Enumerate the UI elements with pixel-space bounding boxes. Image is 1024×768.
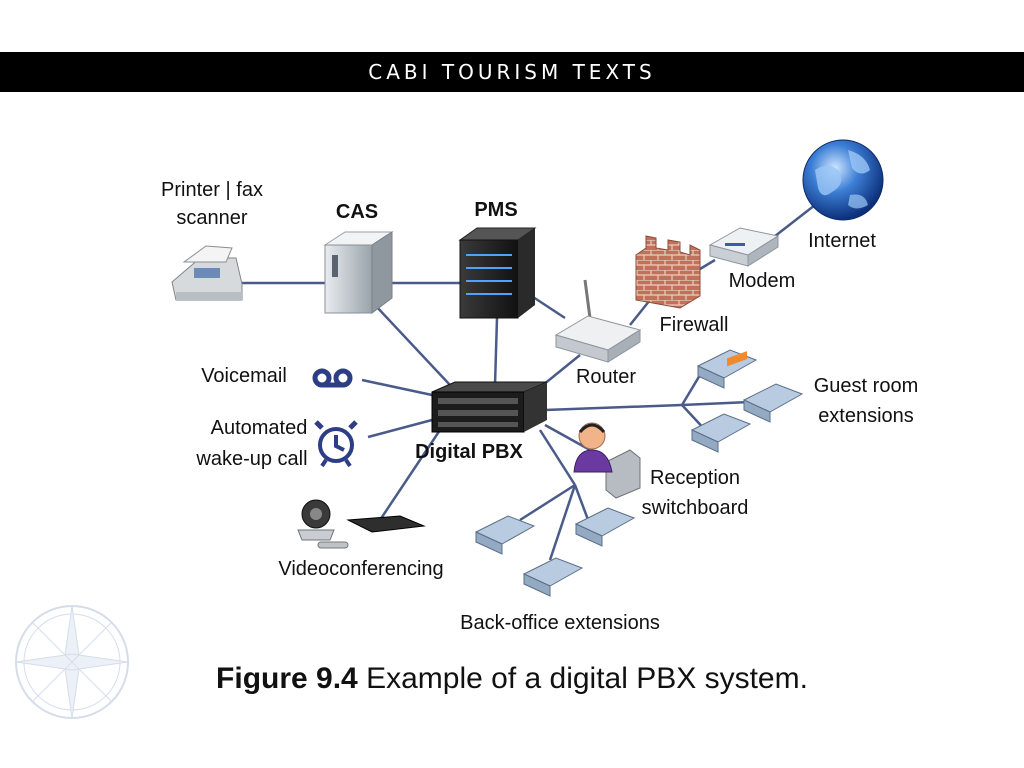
figure-number: Figure 9.4 <box>216 662 358 695</box>
video-label: Videoconferencing <box>278 558 443 580</box>
header-title: CABI TOURISM TEXTS <box>368 60 656 84</box>
backoffice-phone-icon-3 <box>522 557 584 597</box>
guest-phone-icon-1 <box>696 349 758 389</box>
guest-label-line1: Guest room <box>814 375 918 397</box>
guest-phone-icon-2 <box>742 383 804 423</box>
router-icon <box>554 279 642 363</box>
reception-label-line2: switchboard <box>642 497 749 519</box>
pbx-unit-icon <box>431 381 548 433</box>
modem-label: Modem <box>729 270 796 292</box>
figure-caption: Figure 9.4 Example of a digital PBX syst… <box>0 662 1024 696</box>
pms-label: PMS <box>474 199 517 221</box>
cas-server-icon <box>323 231 394 314</box>
modem-icon <box>708 227 780 267</box>
reception-operator-icon <box>573 422 641 499</box>
guest-label-line2: extensions <box>818 405 914 427</box>
internet-label: Internet <box>808 230 876 252</box>
router-label: Router <box>576 366 636 388</box>
connection-lines <box>240 204 816 561</box>
firewall-icon <box>635 235 701 309</box>
backoffice-phone-icon-1 <box>474 515 536 555</box>
reception-label-line1: Reception <box>650 467 740 489</box>
alarm-clock-icon <box>314 420 358 468</box>
backoffice-label: Back-office extensions <box>460 612 660 634</box>
guest-phone-icon-3 <box>690 413 752 453</box>
printer-fax-icon <box>171 245 243 301</box>
printer-label-line2: scanner <box>176 207 247 229</box>
pbx-label: Digital PBX <box>415 441 523 463</box>
header-bar: CABI TOURISM TEXTS <box>0 52 1024 92</box>
globe-icon <box>802 139 884 221</box>
wakeup-label-line2: wake-up call <box>195 448 307 470</box>
printer-label-line1: Printer | fax <box>161 179 263 201</box>
cas-label: CAS <box>336 201 378 223</box>
figure-text: Example of a digital PBX system. <box>357 662 808 695</box>
firewall-label: Firewall <box>660 314 729 336</box>
videoconference-camera-icon <box>297 499 426 549</box>
backoffice-phone-icon-2 <box>574 507 636 547</box>
wakeup-label-line1: Automated <box>211 417 308 439</box>
compass-watermark <box>15 605 129 719</box>
voicemail-icon <box>312 368 353 388</box>
pms-server-icon <box>458 227 537 319</box>
voicemail-label: Voicemail <box>201 365 287 387</box>
